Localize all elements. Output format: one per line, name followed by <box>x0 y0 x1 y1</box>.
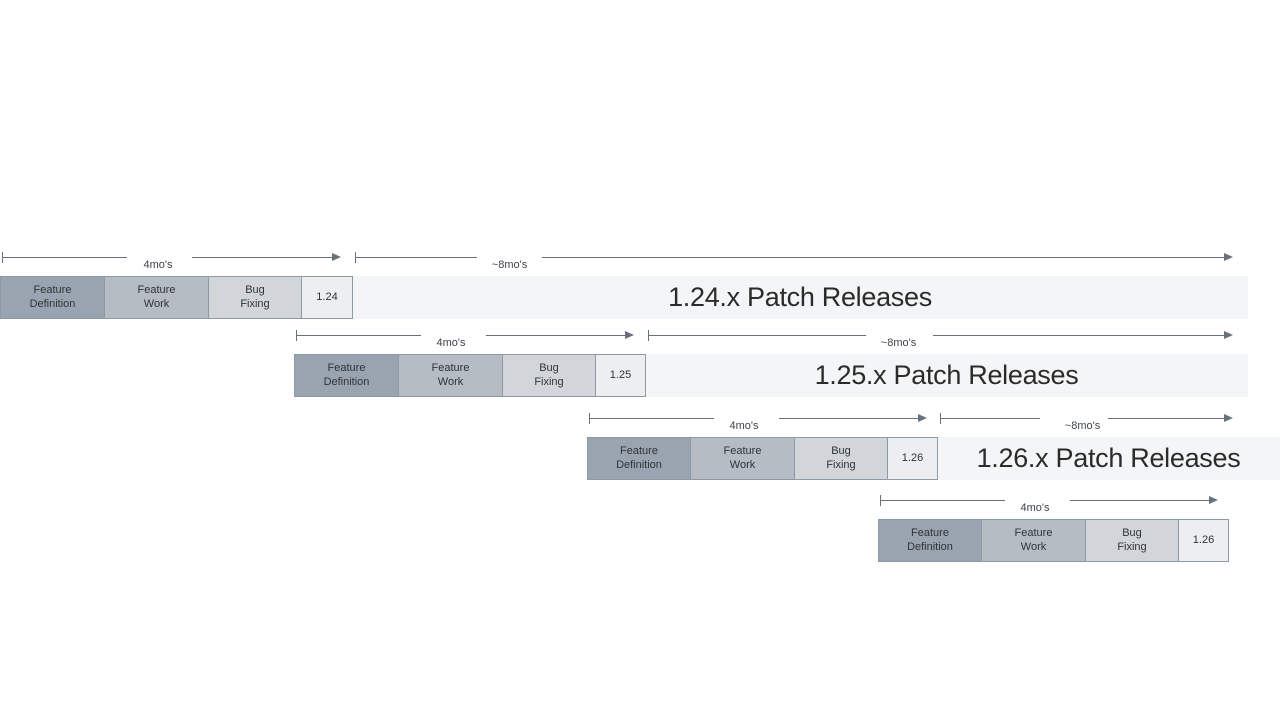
phase-label-line-1: Feature <box>137 284 176 297</box>
phase-label-line-1: Feature <box>620 445 658 458</box>
phase-bug-fixing-1-26: Bug Fixing <box>795 438 888 479</box>
measure-segment-left <box>2 257 127 258</box>
phase-feature-definition-1-25: Feature Definition <box>295 355 399 396</box>
phase-label-line-2: Work <box>437 375 464 388</box>
measure-arrow-dev-1-25 <box>296 326 635 346</box>
version-label: 1.25 <box>609 368 632 381</box>
phase-label-line-2: Fixing <box>240 297 270 310</box>
measure-segment-right <box>486 335 626 336</box>
phase-label-line-2: Work <box>1020 540 1047 553</box>
phase-blocks-1-26-next: Feature Definition Feature Work Bug Fixi… <box>878 519 1229 562</box>
patch-release-band-1-24: 1.24.x Patch Releases <box>352 276 1248 319</box>
phase-label-line-1: Feature <box>327 362 366 375</box>
phase-label-line-2: Definition <box>907 540 953 553</box>
phase-bug-fixing-1-25: Bug Fixing <box>503 355 596 396</box>
phase-version-tag-1-25: 1.25 <box>596 355 645 396</box>
measure-label-dev-1-26-next: 4mo's <box>1020 502 1050 514</box>
phase-blocks-1-25: Feature Definition Feature Work Bug Fixi… <box>294 354 646 397</box>
phase-bug-fixing-1-24: Bug Fixing <box>209 277 302 318</box>
measure-arrowhead-right <box>332 253 341 261</box>
phase-label-line-1: Bug <box>1122 527 1142 540</box>
phase-feature-work-1-26-next: Feature Work <box>982 520 1086 561</box>
measure-arrowhead-right <box>1224 414 1233 422</box>
measure-label-patch-1-24: ~8mo's <box>491 259 528 271</box>
measure-arrow-patch-1-26 <box>940 409 1235 429</box>
measure-label-dev-1-25: 4mo's <box>436 337 466 349</box>
phase-version-tag-1-26-next: 1.26 <box>1179 520 1228 561</box>
patch-release-label-1-25: 1.25.x Patch Releases <box>814 360 1079 390</box>
phase-label-line-2: Work <box>143 297 170 310</box>
measure-arrowhead-right <box>1224 331 1233 339</box>
phase-feature-definition-1-26: Feature Definition <box>588 438 691 479</box>
measure-arrow-dev-1-26 <box>589 409 928 429</box>
measure-arrowhead-right <box>1224 253 1233 261</box>
measure-label-dev-1-24: 4mo's <box>143 259 173 271</box>
phase-feature-definition-1-26-next: Feature Definition <box>879 520 982 561</box>
version-label: 1.24 <box>316 290 338 303</box>
phase-label-line-1: Bug <box>245 284 265 297</box>
measure-segment-left <box>880 500 1005 501</box>
phase-feature-work-1-25: Feature Work <box>399 355 503 396</box>
phase-label-line-2: Fixing <box>1117 540 1147 553</box>
phase-blocks-1-24: Feature Definition Feature Work Bug Fixi… <box>0 276 353 319</box>
measure-segment-right <box>1070 500 1210 501</box>
measure-label-patch-1-26: ~8mo's <box>1064 420 1101 432</box>
measure-segment-left <box>355 257 477 258</box>
phase-feature-work-1-26: Feature Work <box>691 438 795 479</box>
measure-segment-left <box>296 335 421 336</box>
patch-release-band-1-25: 1.25.x Patch Releases <box>645 354 1248 397</box>
measure-label-dev-1-26: 4mo's <box>729 420 759 432</box>
phase-label-line-2: Definition <box>616 458 662 471</box>
patch-release-label-1-24: 1.24.x Patch Releases <box>668 282 932 312</box>
measure-segment-left <box>940 418 1040 419</box>
phase-label-line-1: Feature <box>911 527 949 540</box>
phase-version-tag-1-26: 1.26 <box>888 438 937 479</box>
measure-segment-left <box>589 418 714 419</box>
measure-segment-left <box>648 335 866 336</box>
version-label: 1.26 <box>901 451 924 464</box>
version-label: 1.26 <box>1192 533 1215 546</box>
measure-segment-right <box>779 418 919 419</box>
measure-arrowhead-right <box>918 414 927 422</box>
patch-release-label-1-26: 1.26.x Patch Releases <box>976 443 1241 473</box>
measure-segment-right <box>933 335 1226 336</box>
phase-label-line-2: Definition <box>29 297 76 310</box>
measure-arrowhead-right <box>1209 496 1218 504</box>
measure-label-patch-1-25: ~8mo's <box>880 337 917 349</box>
phase-feature-definition-1-24: Feature Definition <box>1 277 105 318</box>
measure-segment-right <box>1108 418 1226 419</box>
phase-bug-fixing-1-26-next: Bug Fixing <box>1086 520 1179 561</box>
phase-label-line-1: Feature <box>431 362 470 375</box>
measure-segment-right <box>192 257 333 258</box>
phase-label-line-1: Feature <box>33 284 72 297</box>
measure-arrow-patch-1-24 <box>355 248 1235 268</box>
phase-label-line-1: Feature <box>1014 527 1053 540</box>
phase-version-tag-1-24: 1.24 <box>302 277 352 318</box>
phase-label-line-2: Definition <box>323 375 370 388</box>
measure-arrow-patch-1-25 <box>648 326 1235 346</box>
phase-label-line-1: Bug <box>831 445 851 458</box>
phase-label-line-2: Work <box>729 458 756 471</box>
measure-arrow-dev-1-24 <box>2 248 342 268</box>
phase-feature-work-1-24: Feature Work <box>105 277 209 318</box>
patch-release-band-1-26: 1.26.x Patch Releases <box>937 437 1280 480</box>
phase-label-line-2: Fixing <box>534 375 564 388</box>
measure-arrowhead-right <box>625 331 634 339</box>
phase-blocks-1-26: Feature Definition Feature Work Bug Fixi… <box>587 437 938 480</box>
phase-label-line-1: Bug <box>539 362 559 375</box>
measure-arrow-dev-1-26-next <box>880 491 1219 511</box>
phase-label-line-2: Fixing <box>826 458 856 471</box>
phase-label-line-1: Feature <box>723 445 762 458</box>
measure-segment-right <box>542 257 1226 258</box>
